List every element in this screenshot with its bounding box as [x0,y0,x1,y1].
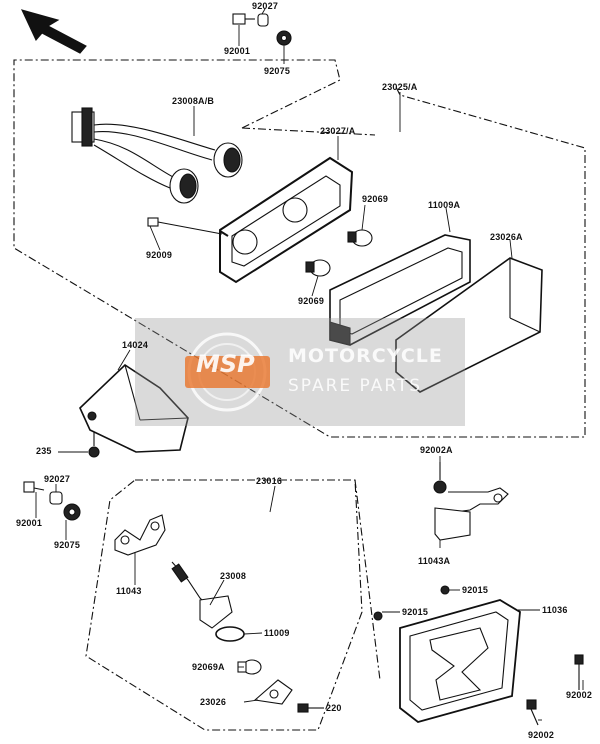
label-92027-bottom: 92027 [44,474,71,484]
label-92015-left: 92015 [402,607,429,617]
label-92069-left: 92069 [298,296,325,306]
upper-assembly-outline [13,59,586,438]
label-23027a: 23027/A [320,126,356,136]
label-23008ab: 23008A/B [172,96,215,106]
label-92001-bottom: 92001 [16,518,43,528]
label-11009a: 11009A [428,200,461,210]
watermark-line1: MOTORCYCLE [288,345,443,367]
label-23026: 23026 [200,697,227,707]
label-92069a: 92069A [192,662,225,672]
screw-92002-bottom [526,699,539,726]
leader-lines [35,8,584,721]
gasket-11009a [329,234,471,346]
lens-23026a [395,257,543,393]
label-92002a: 92002A [420,445,453,455]
collar-92027-top [257,13,269,27]
label-92075-bottom: 92075 [54,540,81,550]
lens-23026 [253,679,293,705]
label-11043a: 11043A [418,556,451,566]
label-11036: 11036 [542,605,568,615]
label-92015-right: 92015 [462,585,489,595]
label-23008: 23008 [220,571,247,581]
collar-92027-bottom [49,491,63,505]
lamp-housing-23027a [219,156,354,284]
screw-92015-left [373,611,383,621]
bulb-92069-right [347,229,373,247]
bracket-11043a [433,462,509,541]
cover-14024 [79,363,189,453]
front-arrow-icon [20,9,87,54]
screw-235 [58,432,100,458]
bulb-92069-left [305,259,331,277]
label-11043: 11043 [116,586,142,596]
label-220: 220 [326,703,342,713]
screw-92002-right [574,654,584,690]
label-23016: 23016 [256,476,283,486]
label-92002-right: 92002 [566,690,593,700]
logo-text: MSP [196,350,255,378]
screw-92001-bottom [23,481,45,493]
label-235: 235 [36,446,52,456]
label-92069-right: 92069 [362,194,389,204]
lower-assembly-outline [85,479,381,731]
plate-bracket-11036 [399,599,521,723]
screw-92009 [147,217,223,235]
bracket-11043 [114,514,166,556]
label-23025a: 23025/A [382,82,418,92]
watermark-line2: SPARE PARTS [288,376,423,396]
grommet-92075-top [276,30,292,46]
label-92075-top: 92075 [264,66,291,76]
grommet-92075-bottom [63,503,81,521]
label-14024: 14024 [122,340,149,350]
label-23026a: 23026A [490,232,523,242]
label-11009: 11009 [264,628,290,638]
label-92001-top: 92001 [224,46,251,56]
socket-23008 [171,561,233,629]
socket-harness-23008ab [71,107,243,204]
gasket-11009 [215,626,245,642]
label-92027-top: 92027 [252,1,279,11]
msp-logo [185,332,270,412]
label-92009: 92009 [146,250,173,260]
screw-92015-right [440,585,450,595]
screw-92001-top [232,13,255,25]
label-92002-bottom: 92002 [528,730,555,740]
